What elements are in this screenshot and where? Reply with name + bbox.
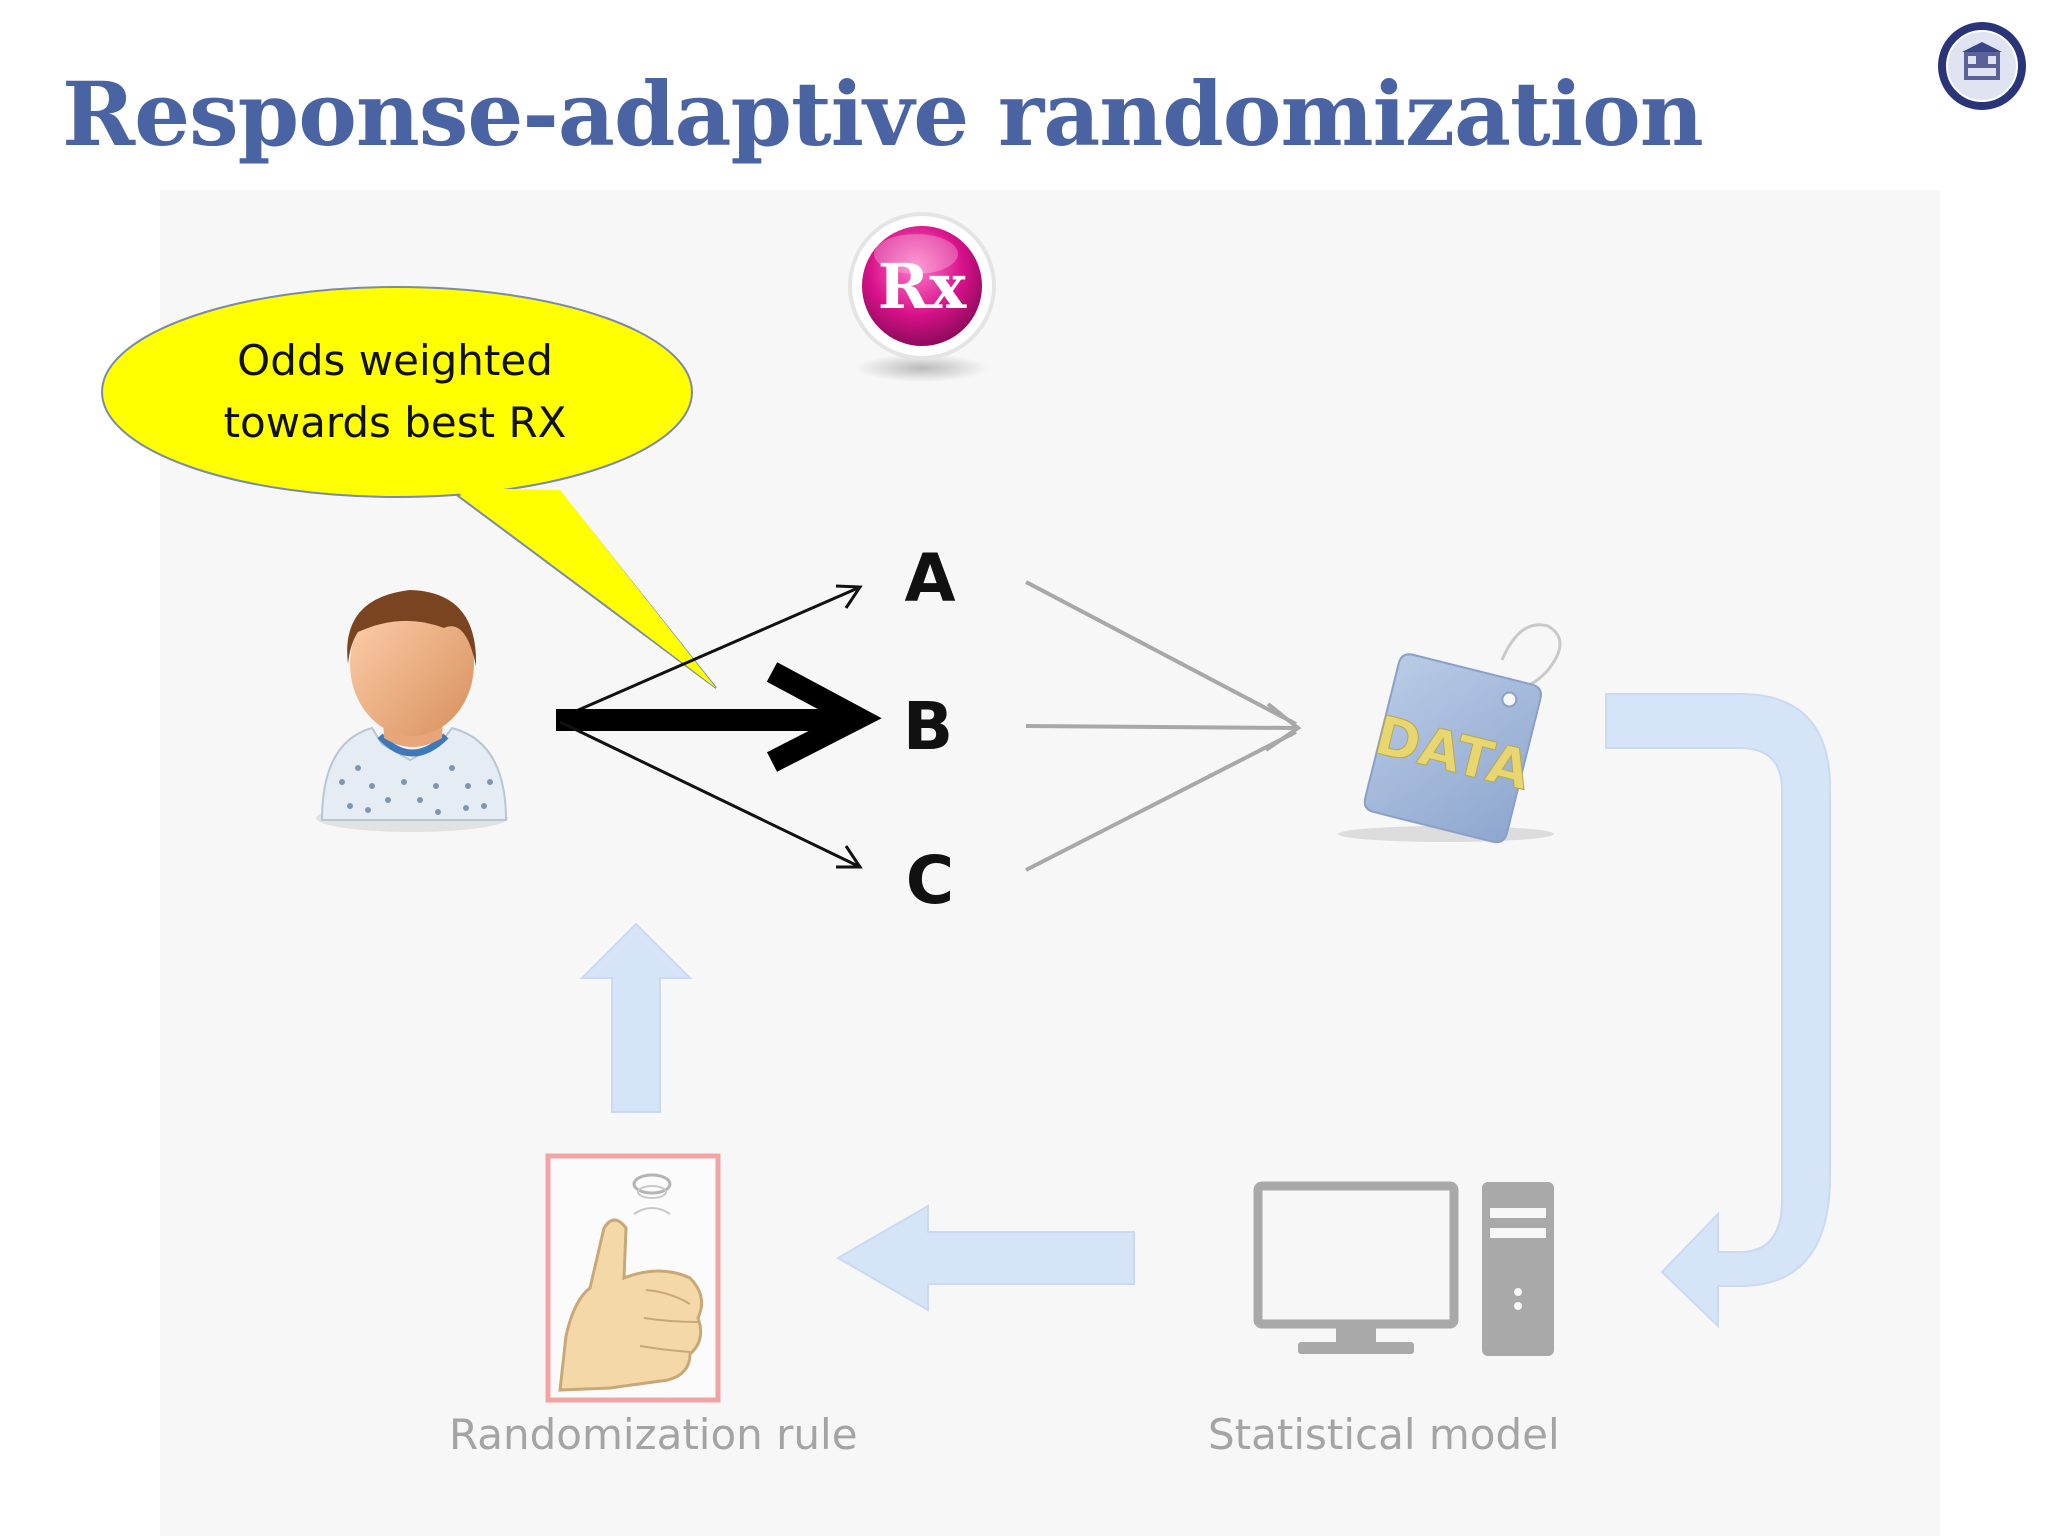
coin-flip-icon <box>545 1153 721 1403</box>
university-seal-icon <box>1938 22 2026 110</box>
rx-label: Rx <box>878 250 968 323</box>
randomization-rule-caption: Randomization rule <box>449 1410 858 1459</box>
callout-line-1: Odds weighted <box>237 336 553 385</box>
feedback-arrow-model-to-rule <box>836 1204 1135 1312</box>
computer-icon <box>1253 1181 1554 1356</box>
callout-line-2: towards best RX <box>223 398 567 447</box>
callout-text: Odds weighted towards best RX <box>150 330 640 454</box>
treatment-label-c: C <box>905 842 955 919</box>
slide-title: Response-adaptive randomization <box>62 62 1704 166</box>
patient-icon <box>316 590 508 832</box>
data-arrows <box>1025 580 1302 872</box>
treatment-label-b: B <box>902 688 954 765</box>
rx-icon: Rx <box>848 212 996 382</box>
data-tag-icon: DATA <box>1338 623 1562 844</box>
callout-bubble <box>101 286 717 689</box>
treatment-label-a: A <box>904 540 956 617</box>
feedback-arrow-rule-to-patient <box>579 922 693 1113</box>
assignment-arrows <box>556 584 882 869</box>
feedback-arrow-data-to-model <box>1605 693 1831 1329</box>
statistical-model-caption: Statistical model <box>1208 1410 1560 1459</box>
